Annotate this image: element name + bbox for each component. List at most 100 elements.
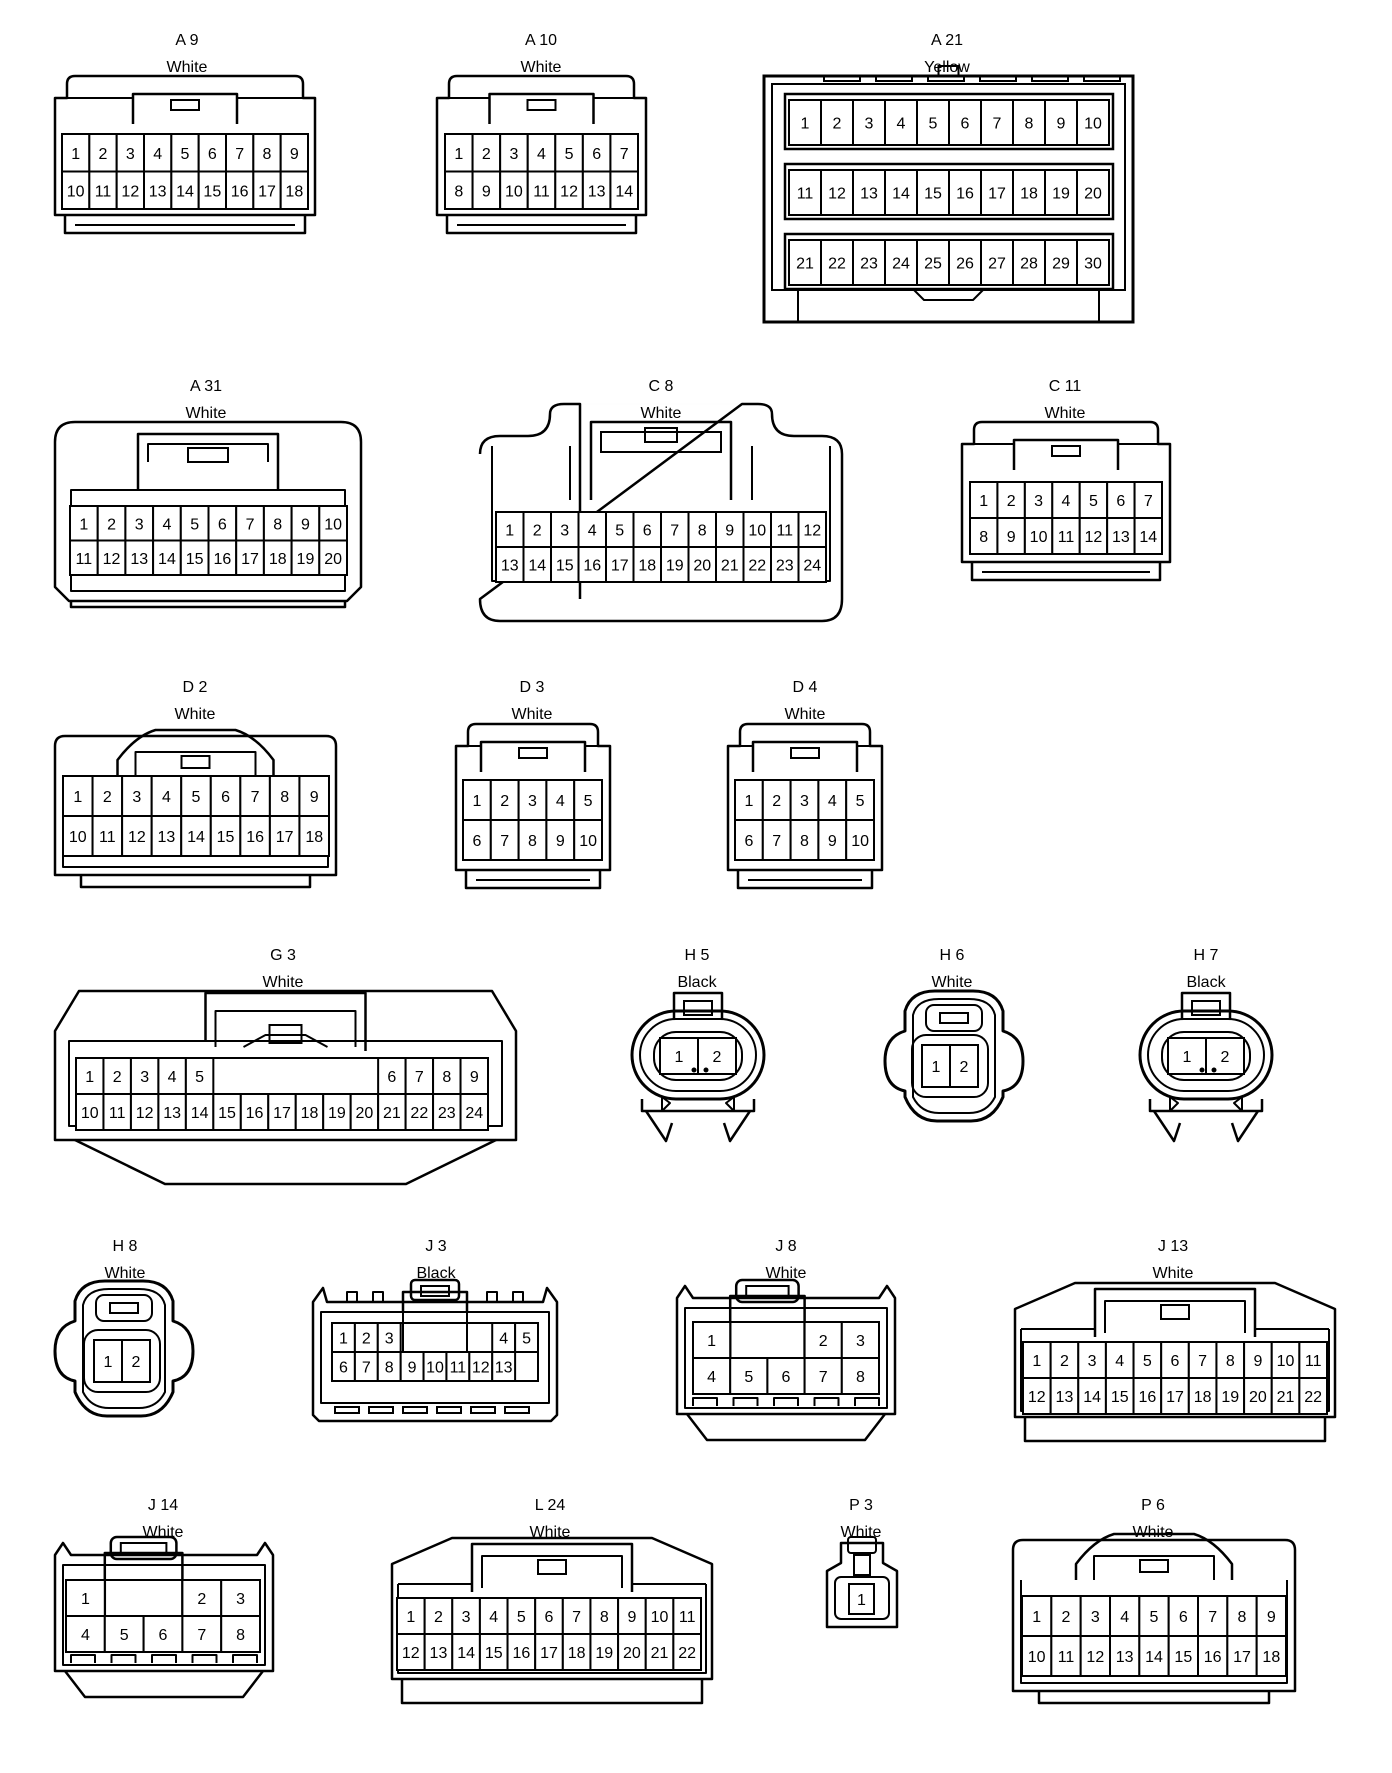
pin-cell: 20: [617, 1633, 647, 1671]
pin-cell: 17: [1160, 1377, 1190, 1415]
pin-number: 4: [828, 793, 837, 810]
pin-number: 3: [126, 146, 135, 163]
pin-number: 9: [725, 523, 734, 540]
pin-number: 5: [522, 1331, 531, 1348]
pin-number: 6: [387, 1069, 396, 1086]
pin-number: 4: [168, 1069, 177, 1086]
pin-cell: 2: [489, 779, 520, 821]
pin-cell: 3: [121, 775, 153, 817]
pin-number: 2: [99, 146, 108, 163]
pin-number: 16: [246, 1105, 264, 1122]
connector-color: Black: [677, 974, 717, 991]
pin-number: 13: [588, 183, 606, 200]
pin-number: 23: [776, 558, 794, 575]
pin-number: 22: [1304, 1389, 1322, 1406]
pin-cell: 8: [376, 1351, 402, 1382]
pin-cell: 18: [279, 170, 309, 210]
pin-number: 1: [1183, 1049, 1192, 1066]
pin-number: 12: [803, 523, 821, 540]
pin-cell: 1: [659, 1037, 699, 1075]
pin-number: 2: [1060, 1353, 1069, 1370]
pin-cell: 16: [207, 539, 238, 576]
pin-cell: 20: [349, 1093, 380, 1131]
pin-cell: 20: [1243, 1377, 1273, 1415]
pin-cell: 13: [1049, 1377, 1080, 1415]
pin-cell: 15: [478, 1633, 509, 1671]
pin-cell: 6: [766, 1357, 806, 1395]
pin-number: 11: [776, 523, 793, 540]
connector-color: White: [521, 59, 562, 76]
pin-number: 5: [744, 1369, 753, 1386]
pin-cell: 1: [969, 481, 999, 519]
pin-cell: 13: [143, 170, 173, 210]
pin-cell: 13: [581, 170, 612, 210]
connector-color: White: [785, 706, 826, 723]
pin-number: 15: [924, 186, 942, 203]
pin-cell: 21: [1270, 1377, 1301, 1415]
pin-number: 18: [301, 1105, 319, 1122]
pin-number: 3: [528, 793, 537, 810]
pin-cell: 8: [262, 505, 293, 542]
pin-cell: 2: [1050, 1595, 1082, 1637]
pin-number: 18: [568, 1645, 586, 1662]
pin-cell: 9: [1044, 99, 1078, 146]
pin-number: 17: [988, 186, 1006, 203]
pin-number: 3: [509, 146, 518, 163]
pin-cell: 22: [742, 546, 772, 583]
pin-number: 1: [675, 1049, 684, 1066]
pin-cell: 5: [1132, 1341, 1163, 1379]
pin-number: 8: [263, 146, 272, 163]
pin-cell: 24: [884, 239, 918, 286]
pin-number: 2: [533, 523, 542, 540]
pin-number: 19: [1052, 186, 1070, 203]
pin-number: 18: [269, 551, 287, 568]
pin-cell: 12: [96, 539, 127, 576]
pin-cell: 22: [1298, 1377, 1329, 1415]
pin-cell: 2: [96, 505, 127, 542]
pin-cell: 7: [660, 511, 690, 548]
pin-cell: 4: [491, 1322, 517, 1353]
pin-number: 1: [406, 1609, 415, 1626]
pin-number: 2: [1062, 1609, 1071, 1626]
pin-cell: 4: [152, 505, 182, 542]
pin-cell: 2: [522, 511, 552, 548]
pin-number: 1: [505, 523, 514, 540]
pin-cell: 1: [444, 133, 474, 173]
pin-number: 9: [408, 1360, 417, 1377]
pin-number: 2: [500, 793, 509, 810]
pin-cell: 5: [845, 779, 876, 821]
pin-cell: 1: [331, 1322, 356, 1353]
pin-number: 10: [1277, 1353, 1295, 1370]
pin-cell: 10: [1023, 517, 1054, 555]
connector-code: H 6: [940, 947, 965, 964]
pin-number: 20: [324, 551, 342, 568]
pin-mark: [703, 1067, 709, 1073]
pin-cell: 14: [609, 170, 640, 210]
connector-code: C 11: [1049, 378, 1082, 395]
pin-cell: 7: [761, 819, 792, 861]
pin-number: 1: [79, 516, 88, 533]
pin-number: 7: [670, 523, 679, 540]
pin-cell: 15: [916, 169, 950, 216]
pin-number: 15: [217, 829, 235, 846]
pin-number: 24: [465, 1105, 483, 1122]
connector-color: White: [167, 59, 208, 76]
connector-code: H 8: [113, 1238, 138, 1255]
pin-cell: 28: [1012, 239, 1046, 286]
pin-cell: 16: [239, 1093, 270, 1131]
pin-number: 7: [572, 1609, 581, 1626]
connector-color: White: [175, 706, 216, 723]
pin-number: 12: [121, 183, 139, 200]
pin-cell: 13: [495, 546, 525, 583]
pin-number: 2: [482, 146, 491, 163]
pin-cell: 11: [69, 539, 99, 576]
pin-cell: 10: [422, 1351, 448, 1382]
pin-number: 2: [772, 793, 781, 810]
pin-cell: 11: [788, 169, 822, 216]
pin-cell: 7: [225, 133, 255, 173]
